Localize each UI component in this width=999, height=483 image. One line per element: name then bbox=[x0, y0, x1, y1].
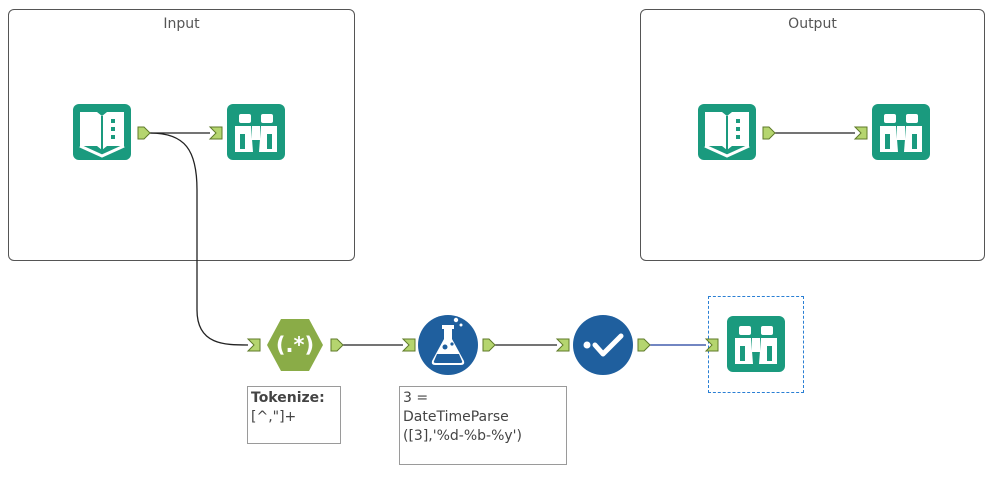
input-anchor[interactable] bbox=[209, 126, 223, 140]
tokenize-annotation: Tokenize: [^,"]+ bbox=[247, 386, 341, 444]
browse-tool[interactable] bbox=[227, 104, 285, 160]
input-anchor[interactable] bbox=[556, 338, 570, 352]
browse-tool-final[interactable] bbox=[727, 316, 785, 372]
book-icon bbox=[71, 102, 133, 162]
output-container-title: Output bbox=[788, 16, 837, 32]
tokenize-pattern: [^,"]+ bbox=[251, 409, 297, 425]
input-anchor[interactable] bbox=[705, 338, 719, 352]
input-container[interactable]: Input bbox=[8, 9, 355, 261]
formula-tool[interactable] bbox=[418, 315, 478, 375]
input-anchor[interactable] bbox=[402, 338, 416, 352]
input-anchor[interactable] bbox=[854, 126, 868, 140]
book-icon bbox=[696, 102, 758, 162]
formula-annotation: 3 = DateTimeParse ([3],'%d-%b-%y') bbox=[399, 386, 567, 465]
binoculars-icon bbox=[872, 104, 930, 160]
selected-tool-highlight bbox=[708, 296, 804, 393]
browse-tool-output[interactable] bbox=[872, 104, 930, 160]
output-anchor[interactable] bbox=[762, 126, 776, 140]
regex-tool[interactable]: (.*) bbox=[267, 319, 323, 371]
binoculars-icon bbox=[727, 316, 785, 372]
regex-icon bbox=[267, 319, 323, 371]
select-tool[interactable] bbox=[573, 315, 633, 375]
binoculars-icon bbox=[227, 104, 285, 160]
output-anchor[interactable] bbox=[330, 338, 344, 352]
output-anchor[interactable] bbox=[137, 126, 151, 140]
flask-icon bbox=[431, 317, 465, 365]
input-anchor[interactable] bbox=[247, 338, 261, 352]
input-data-tool-output[interactable] bbox=[696, 102, 758, 162]
output-anchor[interactable] bbox=[637, 338, 651, 352]
tokenize-title: Tokenize: bbox=[251, 390, 325, 406]
check-icon bbox=[583, 333, 624, 357]
regex-label: (.*) bbox=[276, 333, 314, 357]
output-anchor[interactable] bbox=[482, 338, 496, 352]
connections bbox=[149, 132, 855, 346]
input-data-tool[interactable] bbox=[71, 102, 133, 162]
input-container-title: Input bbox=[163, 16, 200, 32]
